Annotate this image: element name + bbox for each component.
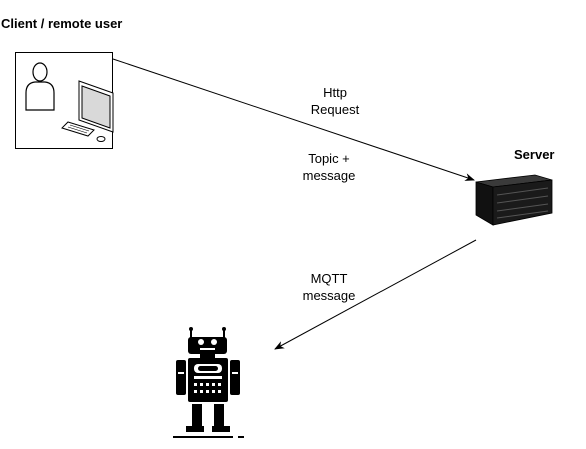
topic-label-line1: Topic + — [308, 151, 350, 166]
http-request-label: Http Request — [305, 84, 365, 118]
mqtt-label-line1: MQTT — [310, 271, 348, 286]
topic-message-label: Topic + message — [294, 150, 364, 184]
mqtt-message-label: MQTT message — [296, 270, 362, 304]
computer-icon — [61, 80, 114, 142]
user-icon — [25, 62, 55, 111]
http-request-arrow[interactable] — [112, 58, 475, 181]
http-label-line2: Request — [310, 102, 360, 117]
client-box[interactable] — [15, 52, 114, 149]
mqtt-message-arrow[interactable] — [274, 239, 477, 350]
topic-label-line2: message — [302, 168, 356, 183]
http-label-line1: Http — [323, 85, 347, 100]
client-illustration — [25, 62, 114, 142]
server-title: Server — [514, 147, 555, 162]
client-title: Client / remote user — [1, 16, 123, 31]
mqtt-label-line2: message — [302, 288, 356, 303]
